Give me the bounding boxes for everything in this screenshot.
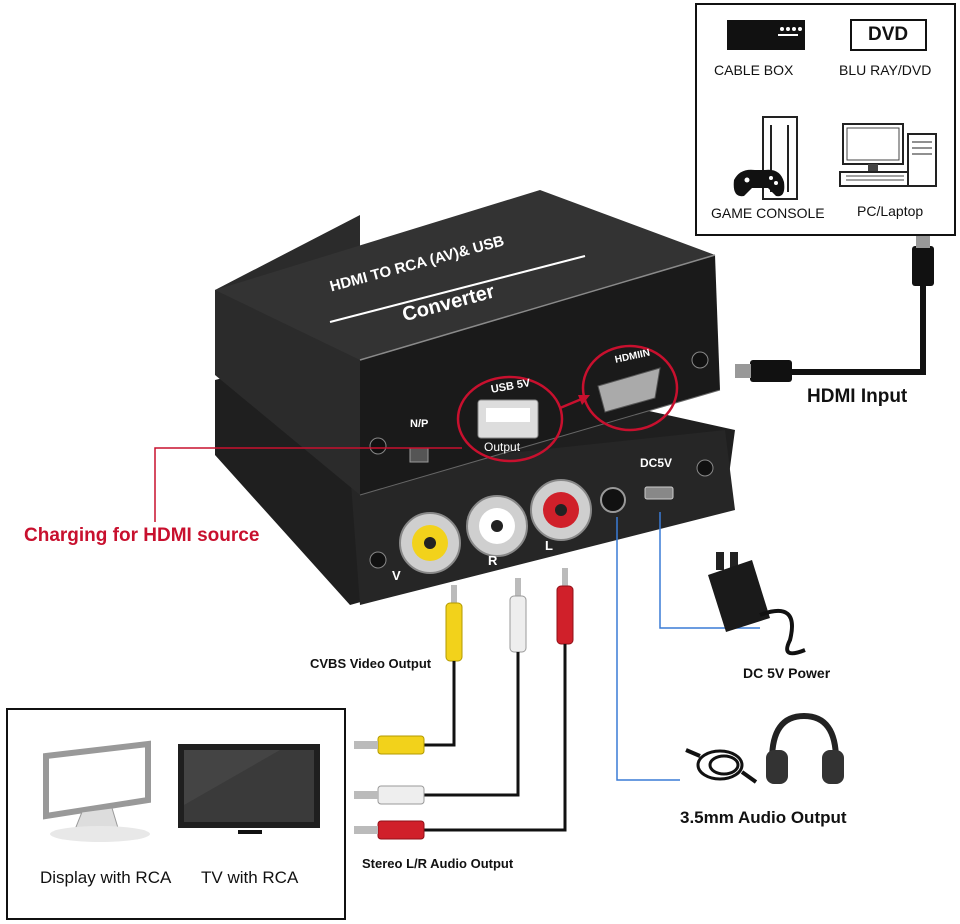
- dvd-logo-icon: [850, 19, 927, 51]
- audio-line: [616, 517, 680, 781]
- rca-cables: [354, 568, 574, 840]
- hdmi-input-label: HDMI Input: [807, 386, 908, 407]
- dvd-logo-text: DVD: [868, 24, 909, 45]
- jack-r-label: R: [488, 553, 498, 568]
- converter-device: [215, 190, 735, 605]
- game-console-label: GAME CONSOLE: [711, 205, 825, 221]
- charging-label: Charging for HDMI source: [24, 525, 260, 546]
- tv-icon: [178, 744, 320, 834]
- charging-line: [154, 447, 462, 522]
- power-adapter-icon: [708, 552, 806, 656]
- pc-laptop-icon: [839, 123, 937, 187]
- dc5v-port-label: DC5V: [640, 456, 673, 470]
- tv-rca-label: TV with RCA: [201, 868, 299, 887]
- stereo-label: Stereo L/R Audio Output: [362, 856, 514, 871]
- blu-ray-label: BLU RAY/DVD: [839, 62, 932, 78]
- game-console-icon: [733, 116, 798, 200]
- display-rca-label: Display with RCA: [40, 868, 172, 887]
- pc-laptop-label: PC/Laptop: [857, 203, 924, 219]
- jack-l-label: L: [545, 538, 553, 553]
- displays-box: [6, 708, 346, 920]
- dc-power-label: DC 5V Power: [743, 665, 831, 681]
- np-label: N/P: [410, 418, 429, 430]
- cable-box-icon: [727, 20, 805, 50]
- usb-output-label: Output: [484, 440, 521, 454]
- audio-output-label: 3.5mm Audio Output: [680, 808, 847, 827]
- audio-cable-icon: [685, 748, 758, 784]
- cvbs-label: CVBS Video Output: [310, 656, 432, 671]
- usb-highlight-circle: [456, 375, 564, 463]
- hdmi-highlight-circle: [581, 344, 679, 432]
- headphones-icon: [766, 712, 844, 784]
- cable-box-label: CABLE BOX: [714, 62, 794, 78]
- jack-v-label: V: [392, 568, 401, 583]
- monitor-icon: [43, 740, 151, 842]
- hdmi-cable: [735, 236, 934, 382]
